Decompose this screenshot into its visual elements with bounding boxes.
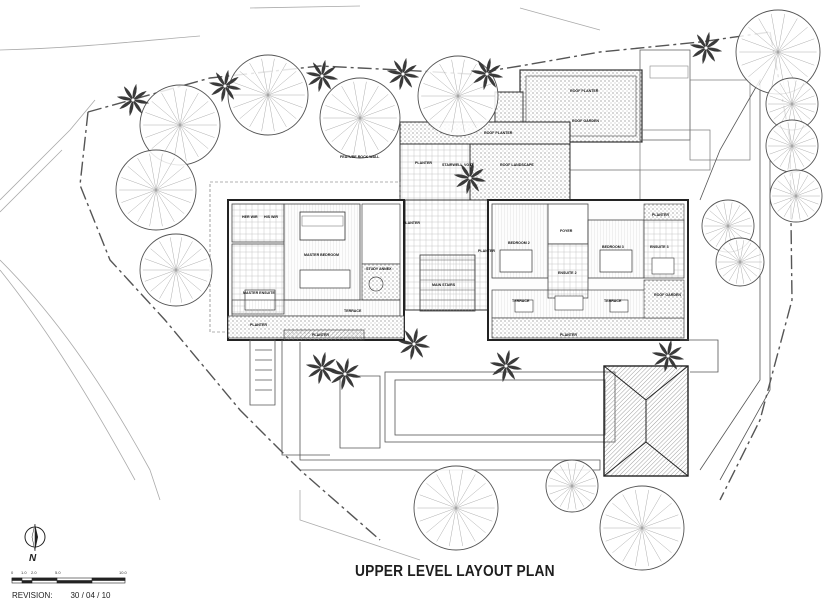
label-planter-entry: PLANTER: [415, 161, 432, 165]
north-label: N: [29, 553, 37, 564]
tree-canopy-icon: [139, 84, 221, 166]
label-void: VOID: [464, 163, 473, 167]
palm-tree-icon: [489, 349, 523, 383]
tree-canopy-icon: [139, 233, 213, 307]
label-bedroom3: BEDROOM 3: [602, 245, 624, 249]
context-lines: [0, 5, 601, 561]
label-roof-landscape: ROOF LANDSCAPE: [500, 163, 534, 167]
label-planter-left: PLANTER: [403, 221, 420, 225]
label-his-wir: HER WIR: [242, 215, 258, 219]
label-feature-rock-wall: FEATURE ROCK WALL: [340, 155, 380, 159]
label-planter-right: PLANTER: [652, 213, 669, 217]
palm-tree-icon: [208, 69, 242, 103]
tree-canopy-icon: [115, 149, 197, 231]
label-ensuite3: ENSUITE 3: [650, 245, 669, 249]
tree-canopy-icon: [769, 169, 823, 223]
trees: [115, 9, 823, 571]
tree-canopy-icon: [715, 237, 765, 287]
label-planter-master: PLANTER: [250, 323, 267, 327]
label-her-wir: HIS WIR: [264, 215, 278, 219]
palm-tree-icon: [470, 57, 504, 91]
label-terrace-master: TERRACE: [344, 309, 362, 313]
tree-canopy-icon: [319, 77, 401, 159]
tree-canopy-icon: [545, 459, 599, 513]
scale-tick-2: 2.0: [31, 570, 37, 575]
label-master-ensuite: MASTER ENSUITE: [243, 291, 275, 295]
scale-tick-4: 10.0: [119, 570, 127, 575]
label-foyer: FOYER: [560, 229, 573, 233]
pavilion-roof: [603, 365, 689, 477]
label-master-bedroom: MASTER BEDROOM: [304, 253, 339, 257]
tree-canopy-icon: [417, 55, 499, 137]
palm-tree-icon: [386, 57, 420, 91]
plan-title: UPPER LEVEL LAYOUT PLAN: [355, 563, 555, 580]
label-roof-planter-mid: ROOF PLANTER: [484, 131, 513, 135]
palm-tree-icon: [328, 357, 362, 391]
label-study: STUDY ANNEX: [366, 267, 392, 271]
label-roof-planter-top: ROOF PLANTER: [570, 89, 599, 93]
scale-tick-3: 5.0: [55, 570, 61, 575]
palm-tree-icon: [453, 161, 487, 195]
label-ensuite2: ENSUITE 2: [558, 271, 577, 275]
revision-block: REVISION: 30 / 04 / 10: [12, 591, 110, 600]
tree-canopy-icon: [765, 119, 819, 173]
label-roof-garden-right: ROOF GARDEN: [654, 293, 681, 297]
tree-canopy-icon: [413, 465, 499, 551]
label-main-stairs: MAIN STAIRS: [432, 283, 456, 287]
palm-tree-icon: [305, 351, 339, 385]
palm-tree-icon: [305, 59, 339, 93]
scale-bar: [11, 577, 126, 584]
tree-canopy-icon: [227, 54, 309, 136]
label-roof-garden: ROOF GARDEN: [572, 119, 599, 123]
scale-tick-0: 0: [11, 570, 14, 575]
tree-canopy-icon: [735, 9, 821, 95]
palm-tree-icon: [651, 339, 685, 373]
north-arrow-icon: [24, 523, 46, 552]
central-entry-block: [399, 121, 571, 312]
bedroom-wing: [487, 199, 689, 341]
label-terrace3: TERRACE: [604, 299, 622, 303]
palm-tree-icon: [116, 83, 150, 117]
tree-canopy-icon: [599, 485, 685, 571]
revision-label: REVISION:: [12, 591, 53, 600]
scale-bar-labels: 0 1.0 2.0 5.0 10.0: [9, 570, 129, 578]
label-planter-bottom: PLANTER: [312, 333, 329, 337]
label-terrace2: TERRACE: [512, 299, 530, 303]
palm-trees: [116, 31, 723, 391]
revision-date: 30 / 04 / 10: [70, 591, 111, 600]
scale-tick-1: 1.0: [21, 570, 27, 575]
label-stair: STAIRWELL: [442, 163, 463, 167]
label-bedroom2: BEDROOM 2: [508, 241, 530, 245]
room-labels: ROOF PLANTER ROOF GARDEN ROOF PLANTER FE…: [242, 89, 681, 337]
label-planter-mid: PLANTER: [478, 249, 495, 253]
palm-tree-icon: [397, 327, 431, 361]
palm-tree-icon: [689, 31, 723, 65]
label-planter-bottom-right: PLANTER: [560, 333, 577, 337]
master-wing: [209, 181, 405, 341]
